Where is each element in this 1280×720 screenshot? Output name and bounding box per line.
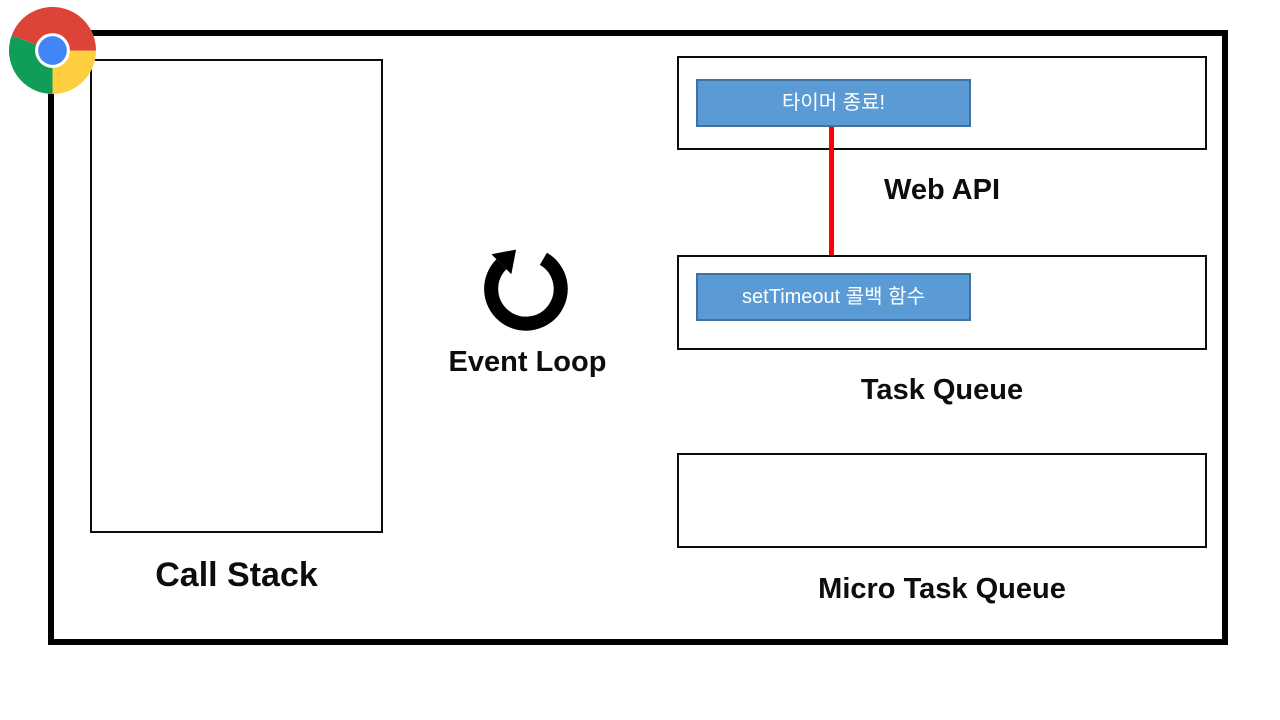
transfer-arrow-line [829, 127, 834, 259]
call-stack-label: Call Stack [155, 556, 318, 594]
task-queue-callback-item: setTimeout 콜백 함수 [696, 273, 971, 321]
call-stack-box [90, 59, 383, 533]
task-queue-label: Task Queue [860, 374, 1024, 406]
chrome-logo-icon [9, 7, 96, 94]
web-api-label: Web API [883, 174, 1000, 206]
event-loop-icon [484, 249, 568, 331]
event-loop-label: Event Loop [448, 346, 607, 378]
web-api-timer-item: 타이머 종료! [696, 79, 971, 127]
micro-task-queue-box [677, 453, 1207, 548]
micro-task-queue-label: Micro Task Queue [818, 573, 1066, 605]
